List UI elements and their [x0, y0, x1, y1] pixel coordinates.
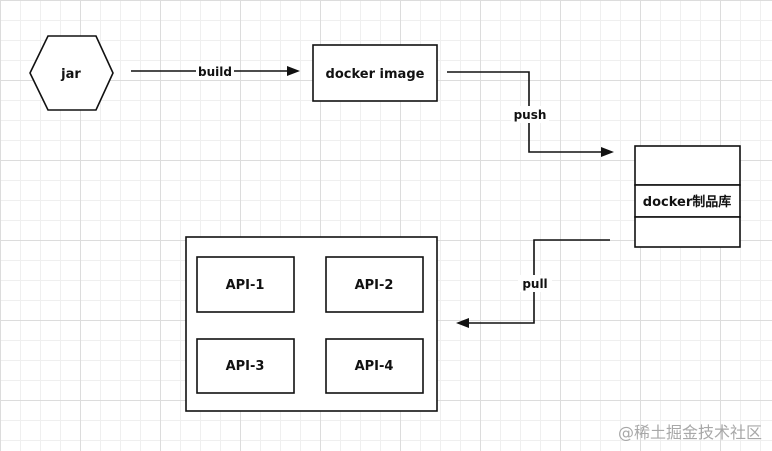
push-label-bg [511, 106, 549, 123]
api-4-box [325, 338, 424, 394]
docker-image-node: docker image [312, 44, 438, 102]
api-4-label: API-4 [355, 359, 394, 374]
build-edge: build [131, 63, 300, 80]
docker-registry-node: docker制品库 [634, 145, 741, 248]
api-2-label: API-2 [355, 278, 394, 293]
jar-node: jar [29, 35, 114, 111]
docker-image-box [312, 44, 438, 102]
pull-label-bg [518, 275, 552, 292]
api-1-box [196, 256, 295, 313]
registry-top-cell [634, 145, 741, 186]
registry-label: docker制品库 [643, 194, 731, 210]
push-label: push [514, 108, 547, 122]
registry-bottom-cell [634, 216, 741, 248]
pull-label: pull [522, 277, 547, 291]
api-cluster-node: API-1 API-2 API-3 API-4 [185, 236, 438, 412]
docker-image-label: docker image [326, 67, 425, 82]
jar-hexagon-shape [29, 35, 114, 111]
build-arrow-head [287, 66, 300, 76]
jar-label: jar [60, 67, 81, 82]
api-3-label: API-3 [226, 359, 265, 374]
pull-edge: pull [456, 239, 610, 328]
api-2-box [325, 256, 424, 313]
push-arrow-head [601, 147, 614, 157]
watermark-text: @稀土掘金技术社区 [617, 423, 762, 442]
build-label-bg [196, 63, 234, 80]
api-1-label: API-1 [226, 278, 265, 293]
build-label: build [198, 65, 232, 79]
pull-arrow-head [456, 318, 469, 328]
push-edge: push [447, 71, 614, 157]
api-3-box [196, 338, 295, 394]
